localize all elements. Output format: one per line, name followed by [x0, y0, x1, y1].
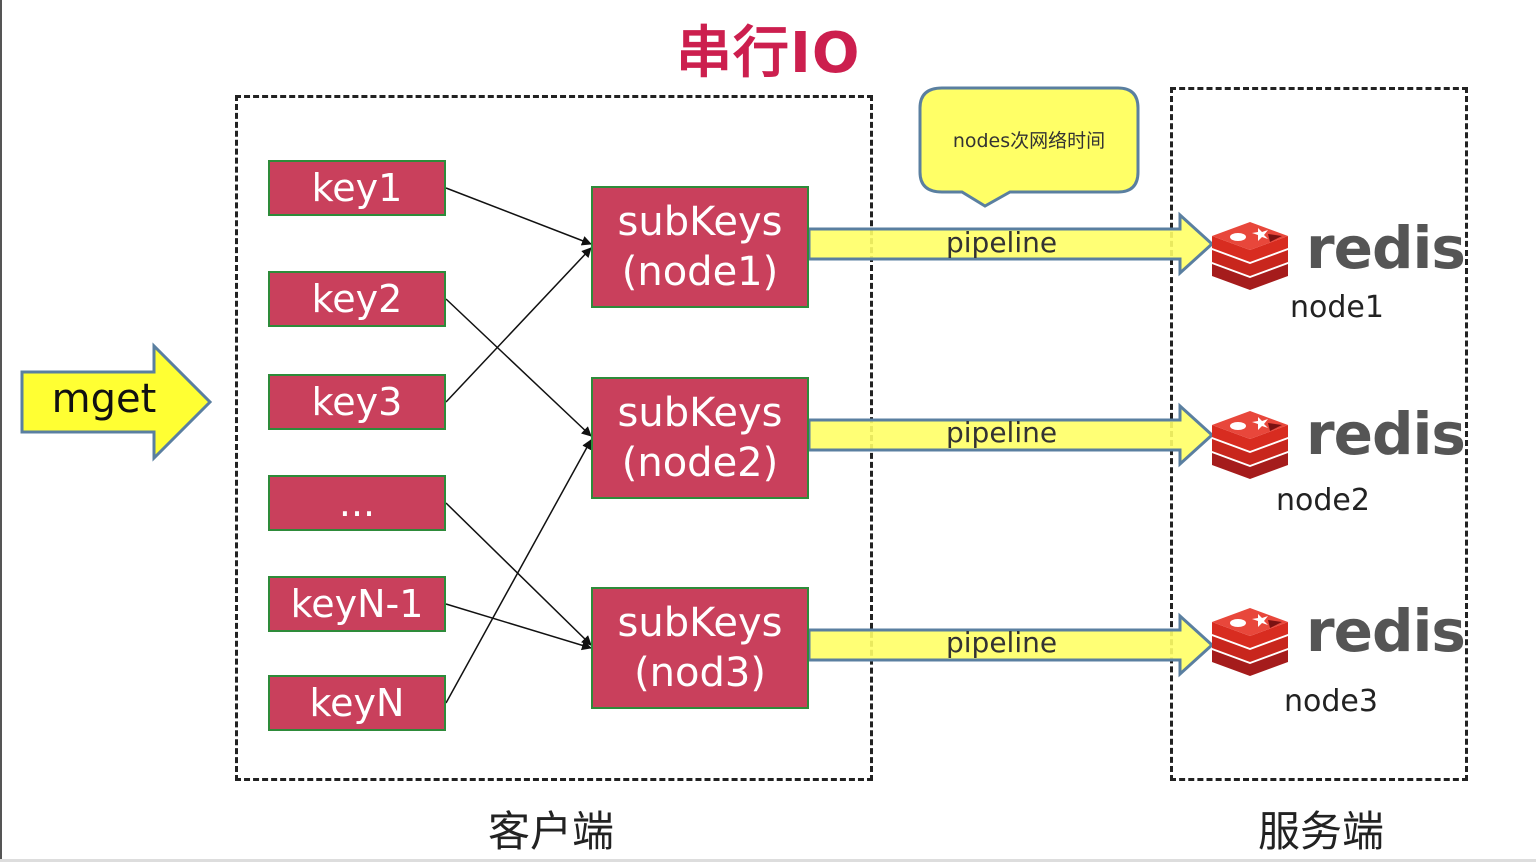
subkeys-line2: (nod3)	[634, 650, 766, 696]
key-box-key2: key2	[268, 271, 446, 327]
mget-label: mget	[51, 376, 157, 422]
redis-logo-icon-3	[1212, 608, 1288, 676]
subkeys-box-node2: subKeys (node2)	[591, 377, 809, 499]
server-label: 服务端	[1258, 807, 1385, 856]
subkeys-box-node1: subKeys (node1)	[591, 186, 809, 308]
redis-wordmark-1: redis	[1306, 214, 1466, 282]
mget-arrow	[20, 342, 213, 462]
callout-bubble	[918, 86, 1140, 208]
pipeline-label-1: pipeline	[946, 226, 1058, 259]
subkeys-box-node3: subKeys (nod3)	[591, 587, 809, 709]
subkeys-line2: (node2)	[621, 440, 779, 486]
pipeline-arrow-2	[807, 402, 1215, 468]
subkeys-line1: subKeys	[617, 390, 783, 436]
key-box-keyN: keyN	[268, 675, 446, 731]
key-box-keyN-1: keyN-1	[268, 576, 446, 632]
bottom-border	[0, 859, 1536, 862]
key-box-key3: key3	[268, 374, 446, 430]
node-label-1: node1	[1290, 290, 1384, 325]
pipeline-arrow-3	[807, 612, 1215, 678]
edge-dots-node3	[445, 502, 592, 646]
edge-keyN-node2	[445, 439, 592, 704]
pipeline-arrow-1	[807, 211, 1215, 277]
subkeys-line1: subKeys	[617, 600, 783, 646]
diagram-title: 串行IO	[676, 21, 861, 86]
redis-logo-icon-1	[1212, 222, 1288, 290]
redis-wordmark-2: redis	[1306, 400, 1466, 468]
edge-key2-node2	[445, 298, 592, 437]
edge-keyN-1-node3	[445, 603, 592, 651]
left-border	[0, 0, 2, 862]
key-box-key1: key1	[268, 160, 446, 216]
node-label-3: node3	[1284, 684, 1378, 719]
redis-wordmark-3: redis	[1306, 597, 1466, 665]
pipeline-label-2: pipeline	[946, 416, 1058, 449]
pipeline-label-3: pipeline	[946, 626, 1058, 659]
callout-text: nodes次网络时间	[952, 130, 1106, 152]
subkeys-line2: (node1)	[621, 249, 779, 295]
node-label-2: node2	[1276, 483, 1370, 518]
redis-logo-icon-2	[1212, 411, 1288, 479]
edge-key1-node1	[445, 187, 592, 246]
subkeys-line1: subKeys	[617, 199, 783, 245]
client-label: 客户端	[488, 807, 615, 856]
edge-key3-node1	[445, 247, 592, 403]
key-box-ellipsis: ...	[268, 475, 446, 531]
